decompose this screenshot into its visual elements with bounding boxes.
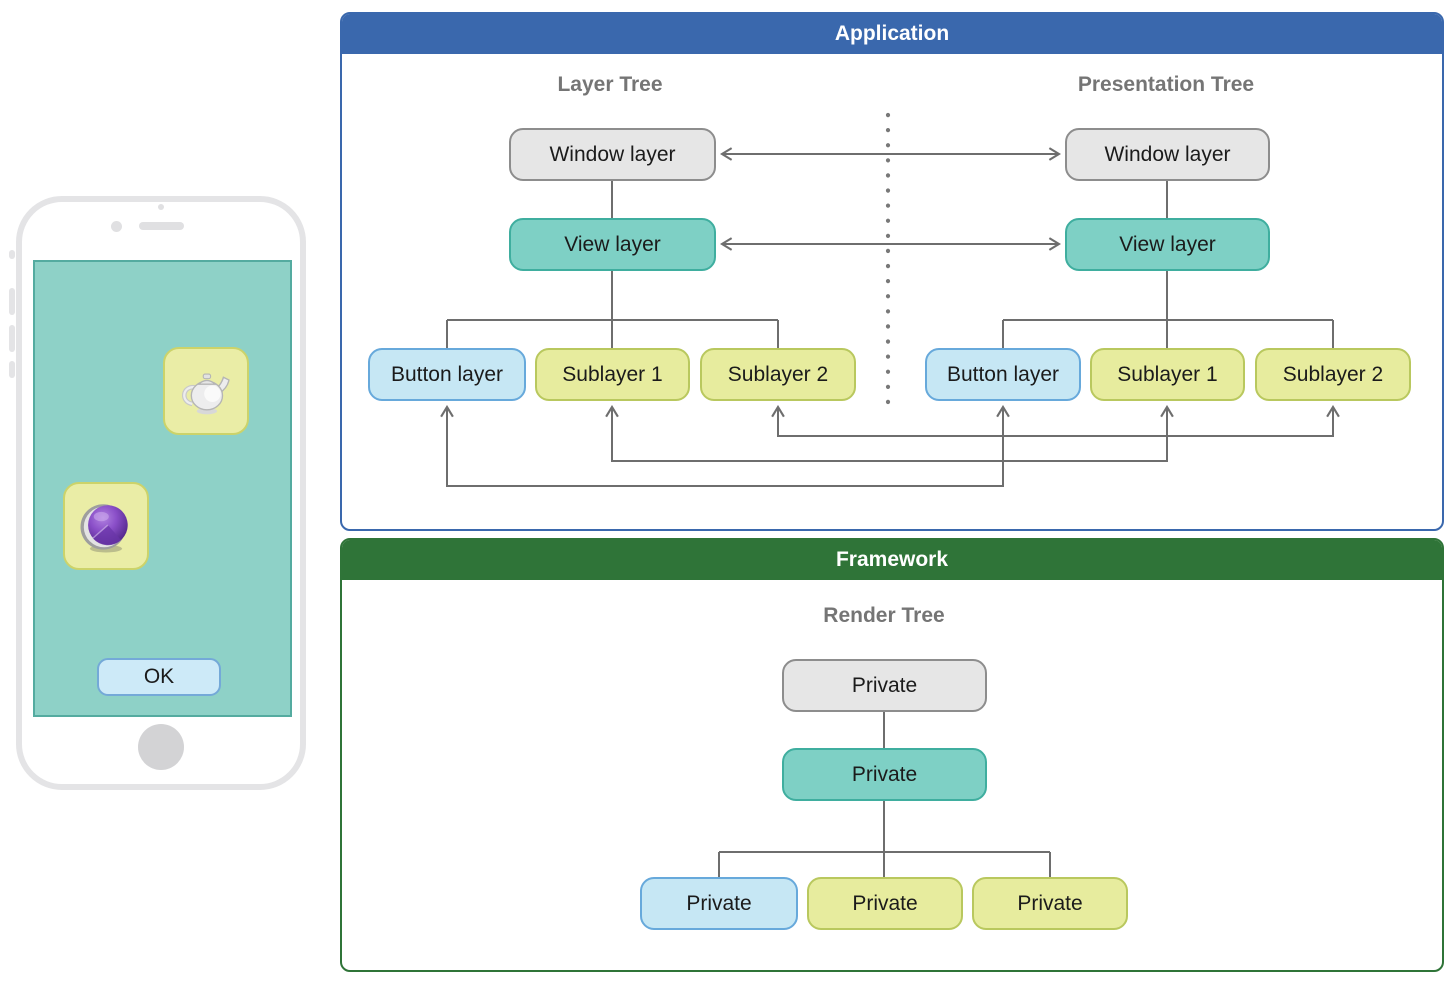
node-label: View layer: [564, 232, 661, 256]
node-label: Private: [851, 762, 918, 786]
teapot-icon: [182, 373, 230, 415]
phone-mute-switch: [9, 250, 15, 259]
ok-button-label: OK: [143, 665, 175, 688]
presentation-tree-label: Presentation Tree: [1077, 73, 1255, 96]
application-panel-header: Application: [342, 14, 1442, 54]
node-label: Button layer: [946, 362, 1060, 386]
layer-tree-button-layer: Button layer: [368, 348, 526, 401]
sphere-tile: [63, 482, 149, 570]
framework-panel-header: Framework: [342, 540, 1442, 580]
node-label: Private: [686, 891, 752, 915]
layer-tree-view-layer: View layer: [509, 218, 716, 271]
phone-sensor-dot: [158, 204, 164, 210]
render-tree-leaf-private-2: Private: [807, 877, 963, 930]
teapot-tile: [163, 347, 249, 435]
sphere-icon: [80, 504, 128, 553]
node-label: Private: [851, 673, 918, 697]
render-tree-root-private: Private: [782, 659, 987, 712]
phone-volume-up-button: [9, 288, 15, 315]
phone-camera-icon: [111, 221, 122, 232]
node-label: Private: [1017, 891, 1083, 915]
framework-title: Framework: [835, 548, 949, 571]
node-label: Button layer: [390, 362, 504, 386]
node-label: Window layer: [1104, 142, 1231, 166]
node-label: Private: [852, 891, 918, 915]
application-title: Application: [834, 22, 950, 45]
node-label: Sublayer 1: [562, 362, 663, 386]
node-label: Sublayer 2: [1282, 362, 1384, 386]
node-label: Window layer: [549, 142, 676, 166]
render-tree-label: Render Tree: [823, 604, 945, 627]
presentation-tree-sublayer-2: Sublayer 2: [1255, 348, 1411, 401]
layer-tree-sublayer-1: Sublayer 1: [535, 348, 690, 401]
node-label: View layer: [1119, 232, 1216, 256]
layer-tree-sublayer-2: Sublayer 2: [700, 348, 856, 401]
presentation-tree-view-layer: View layer: [1065, 218, 1270, 271]
presentation-tree-sublayer-1: Sublayer 1: [1090, 348, 1245, 401]
phone-home-button: [138, 724, 184, 770]
layer-tree-label: Layer Tree: [557, 73, 663, 96]
presentation-tree-window-layer: Window layer: [1065, 128, 1270, 181]
phone-volume-down-button: [9, 325, 15, 352]
render-tree-leaf-private-1: Private: [640, 877, 798, 930]
layer-tree-window-layer: Window layer: [509, 128, 716, 181]
render-tree-leaf-private-3: Private: [972, 877, 1128, 930]
ok-button: OK: [97, 658, 221, 696]
presentation-tree-button-layer: Button layer: [925, 348, 1081, 401]
node-label: Sublayer 2: [727, 362, 829, 386]
phone-side-button: [9, 361, 15, 378]
render-tree-child-private: Private: [782, 748, 987, 801]
phone-speaker: [139, 222, 184, 230]
node-label: Sublayer 1: [1117, 362, 1218, 386]
